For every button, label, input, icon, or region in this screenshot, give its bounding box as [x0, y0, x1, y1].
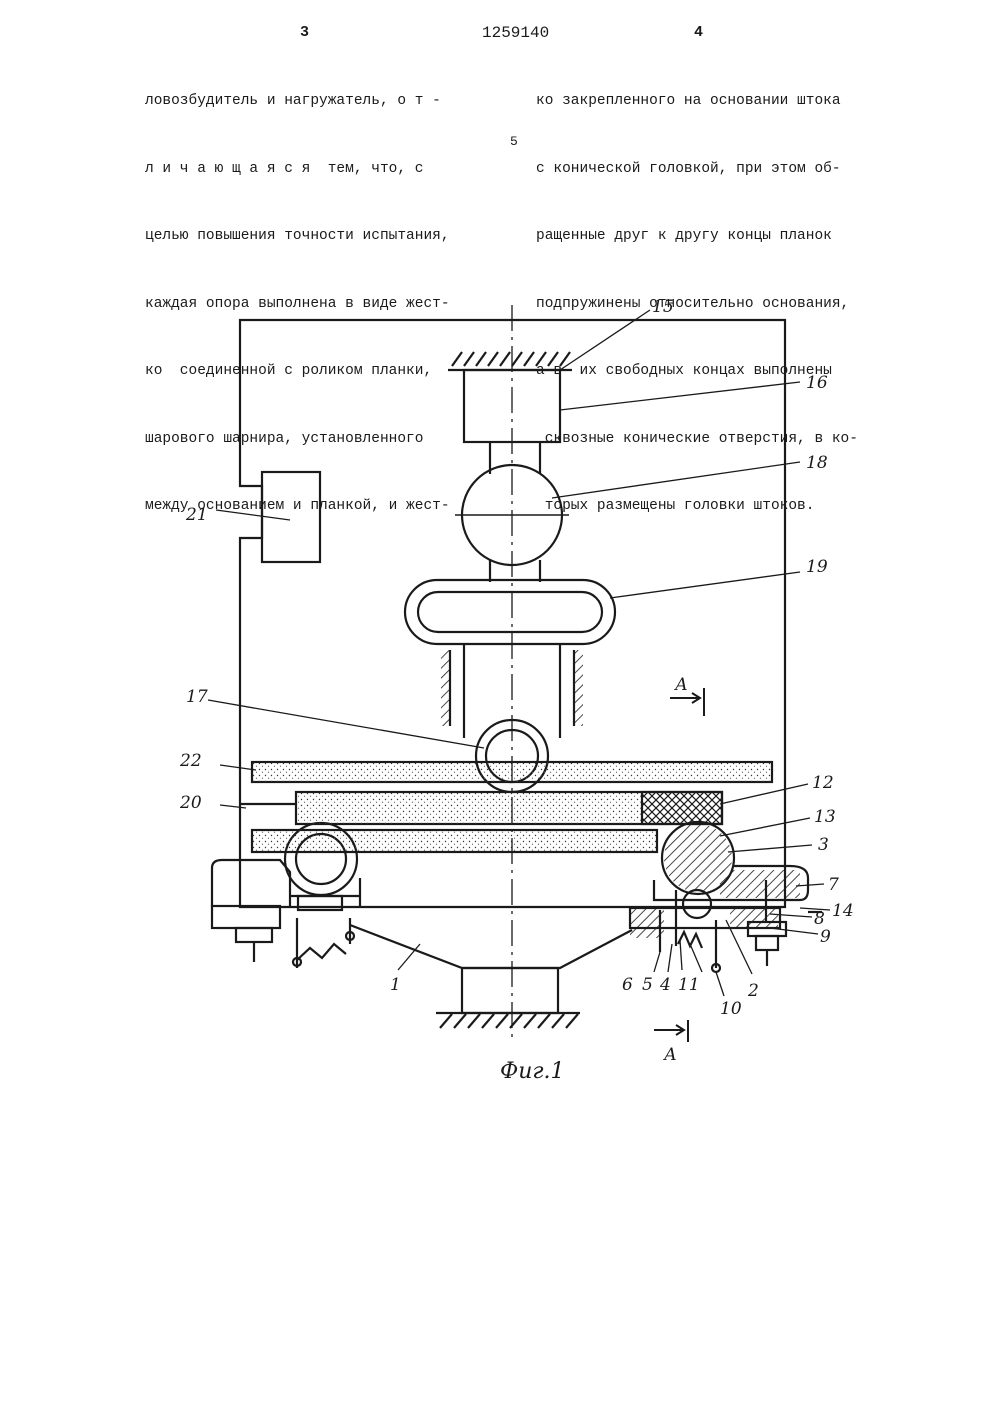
label-4: 4	[659, 975, 671, 995]
label-18: 18	[806, 453, 828, 473]
section-mark-top: А	[674, 675, 688, 695]
label-7: 7	[828, 875, 839, 895]
figure-caption: Фиг.1	[500, 1059, 565, 1084]
label-8: 8	[814, 909, 825, 929]
label-5: 5	[642, 975, 653, 995]
section-mark-bottom: А	[663, 1045, 677, 1065]
label-11: 11	[678, 975, 700, 995]
label-16: 16	[806, 373, 828, 393]
label-3: 3	[818, 835, 829, 855]
label-14: 14	[832, 901, 854, 921]
label-1: 1	[390, 975, 401, 995]
label-10: 10	[720, 999, 742, 1019]
label-20: 20	[179, 793, 202, 813]
label-9: 9	[820, 927, 831, 947]
label-17: 17	[186, 687, 208, 707]
label-19: 19	[806, 557, 828, 577]
label-22: 22	[179, 751, 202, 771]
label-21: 21	[185, 505, 208, 525]
label-2: 2	[747, 981, 759, 1001]
label-13: 13	[814, 807, 836, 827]
label-12: 12	[812, 773, 834, 793]
label-15: 15	[652, 297, 674, 317]
label-6: 6	[622, 975, 633, 995]
